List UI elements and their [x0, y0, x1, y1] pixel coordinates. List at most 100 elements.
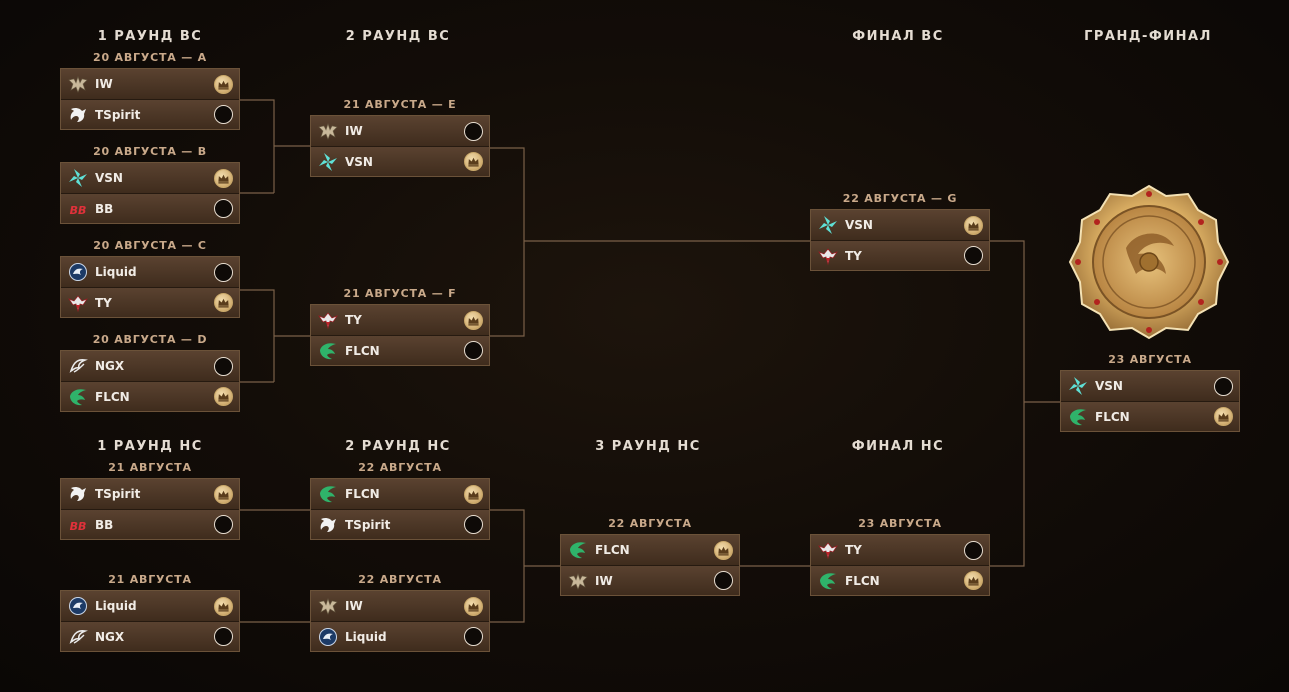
- match-date-lb2a: 22 АВГУСТА: [358, 461, 442, 474]
- flcn-logo-icon: [317, 483, 339, 505]
- match-date-lb3: 22 АВГУСТА: [608, 517, 692, 530]
- empty-circle-icon: [214, 105, 233, 124]
- team-name: VSN: [1095, 379, 1123, 393]
- flcn-logo-icon: [67, 386, 89, 408]
- team-row[interactable]: TY: [811, 240, 989, 270]
- team-row[interactable]: Liquid: [61, 257, 239, 287]
- match-date-lb1b: 21 АВГУСТА: [108, 573, 192, 586]
- crown-icon: [464, 152, 483, 171]
- team-row[interactable]: FLCN: [61, 381, 239, 411]
- team-name: Liquid: [345, 629, 387, 644]
- team-name: VSN: [95, 171, 123, 185]
- crown-icon: [964, 571, 983, 590]
- vsn-logo-icon: [1067, 375, 1089, 397]
- team-name: TY: [845, 543, 862, 557]
- empty-circle-icon: [964, 540, 983, 560]
- svg-text:BB: BB: [70, 520, 87, 533]
- aegis-trophy-icon: [1067, 183, 1231, 341]
- team-name: VSN: [345, 154, 373, 169]
- empty-circle-icon: [964, 246, 983, 265]
- match-card-lbf[interactable]: TY FLCN: [810, 534, 990, 596]
- team-name: IW: [595, 573, 613, 588]
- crown-icon: [714, 540, 733, 560]
- team-row[interactable]: TY: [61, 287, 239, 317]
- crown-icon: [214, 293, 233, 312]
- team-name: FLCN: [845, 573, 880, 588]
- team-row[interactable]: FLCN: [1061, 401, 1239, 431]
- team-row[interactable]: VSN: [1061, 371, 1239, 401]
- round-title-lb-r3: 3 РАУНД НС: [595, 439, 701, 454]
- bracket-line: [240, 99, 275, 193]
- vsn-logo-icon: [817, 214, 839, 236]
- vsn-logo-icon: [317, 151, 339, 173]
- team-name: IW: [95, 77, 113, 91]
- team-row[interactable]: Liquid: [61, 591, 239, 621]
- empty-circle-icon: [214, 199, 233, 218]
- team-row[interactable]: TSpirit: [311, 509, 489, 539]
- match-date-lb2b: 22 АВГУСТА: [358, 573, 442, 586]
- liquid-logo-icon: [67, 261, 89, 283]
- match-date-a: 20 АВГУСТА — A: [93, 51, 207, 64]
- match-card-lb3[interactable]: FLCN IW: [560, 534, 740, 596]
- team-name: TY: [95, 295, 112, 310]
- bb-logo-icon: BB: [67, 198, 89, 220]
- match-card-gf[interactable]: VSN FLCN: [1060, 370, 1240, 432]
- match-date-b: 20 АВГУСТА — B: [93, 145, 207, 158]
- empty-circle-icon: [214, 515, 233, 534]
- team-name: TY: [345, 313, 362, 327]
- match-card-a[interactable]: IW TSpirit: [60, 68, 240, 130]
- team-name: Liquid: [95, 599, 137, 613]
- match-date-g: 22 АВГУСТА — G: [842, 192, 958, 205]
- team-name: FLCN: [345, 343, 380, 358]
- team-name: FLCN: [95, 389, 130, 404]
- team-row[interactable]: IW: [61, 69, 239, 99]
- match-card-f[interactable]: TY FLCN: [310, 304, 490, 366]
- team-row[interactable]: FLCN: [311, 335, 489, 365]
- team-row[interactable]: VSN: [61, 163, 239, 193]
- flcn-logo-icon: [317, 340, 339, 362]
- match-card-e[interactable]: IW VSN: [310, 115, 490, 177]
- team-name: VSN: [845, 218, 873, 232]
- vsn-logo-icon: [67, 167, 89, 189]
- team-name: IW: [345, 599, 363, 613]
- ngx-logo-icon: [67, 626, 89, 648]
- team-row[interactable]: IW: [311, 591, 489, 621]
- team-row[interactable]: NGX: [61, 351, 239, 381]
- match-card-d[interactable]: NGX FLCN: [60, 350, 240, 412]
- team-row[interactable]: Liquid: [311, 621, 489, 651]
- match-card-lb2b[interactable]: IW Liquid: [310, 590, 490, 652]
- team-row[interactable]: IW: [561, 565, 739, 595]
- team-row[interactable]: VSN: [311, 146, 489, 176]
- crown-icon: [214, 596, 233, 616]
- team-row[interactable]: NGX: [61, 621, 239, 651]
- team-row[interactable]: FLCN: [561, 535, 739, 565]
- empty-circle-icon: [464, 341, 483, 360]
- team-row[interactable]: VSN: [811, 210, 989, 240]
- bracket-line: [490, 147, 525, 337]
- team-row[interactable]: TY: [811, 535, 989, 565]
- team-row[interactable]: IW: [311, 116, 489, 146]
- team-row[interactable]: TSpirit: [61, 479, 239, 509]
- bracket-line: [240, 289, 275, 382]
- crown-icon: [464, 484, 483, 504]
- match-date-c: 20 АВГУСТА — C: [93, 239, 207, 252]
- match-card-g[interactable]: VSN TY: [810, 209, 990, 271]
- svg-text:BB: BB: [70, 204, 87, 217]
- round-title-grand-final: ГРАНД-ФИНАЛ: [1084, 29, 1212, 44]
- team-row[interactable]: TSpirit: [61, 99, 239, 129]
- team-row[interactable]: TY: [311, 305, 489, 335]
- iw-logo-icon: [567, 570, 589, 592]
- iw-logo-icon: [317, 120, 339, 142]
- team-row[interactable]: FLCN: [311, 479, 489, 509]
- crown-icon: [214, 387, 233, 406]
- crown-icon: [464, 596, 483, 616]
- team-row[interactable]: FLCN: [811, 565, 989, 595]
